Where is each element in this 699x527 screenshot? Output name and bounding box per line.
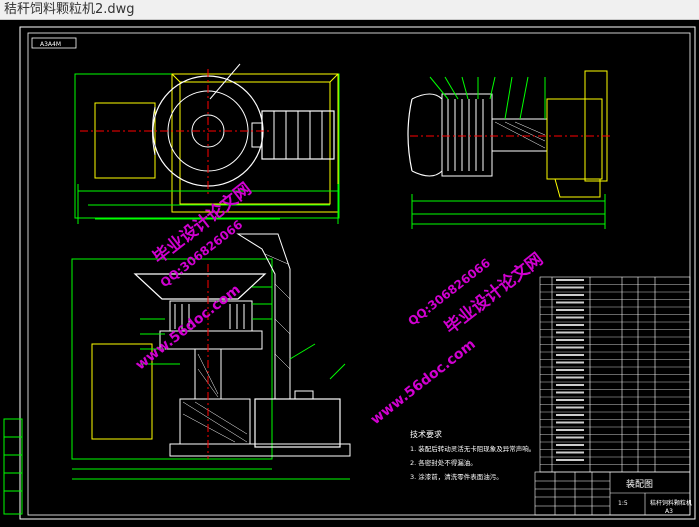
parts-row-cell (556, 406, 584, 409)
title-block-scale: 1:5 (618, 500, 628, 507)
parts-row-cell (556, 429, 584, 431)
watermark-site-1: www.56doc.com (133, 282, 244, 374)
tech-line-2: 2. 各密封处不得漏油。 (410, 458, 477, 467)
tech-line-1: 1. 装配后转动灵活无卡阻现象及异常声响。 (410, 444, 535, 453)
title-block (534, 471, 691, 516)
parts-row-cell (556, 301, 584, 304)
parts-row-cell (556, 279, 584, 281)
top-view (74, 63, 340, 224)
parts-row-cell (556, 414, 584, 416)
parts-row-cell (556, 331, 584, 334)
parts-row-cell (556, 459, 584, 461)
parts-row-cell (556, 294, 584, 296)
parts-row-cell (556, 436, 584, 439)
drawing-border (19, 26, 696, 520)
cad-canvas[interactable]: A3A4M (0, 19, 699, 523)
parts-row-cell (556, 376, 584, 379)
tech-requirements: 技术要求 1. 装配后转动灵活无卡阻现象及异常声响。 2. 各密封处不得漏油。 … (410, 429, 535, 481)
side-strip (3, 418, 23, 515)
parts-row-cell (556, 309, 584, 311)
parts-row-cell (556, 444, 584, 446)
title-block-sheet: A3 (665, 508, 673, 515)
drawing-inner-frame (27, 32, 691, 516)
drawing-tag-box (31, 37, 77, 49)
window-titlebar: 秸秆饲料颗粒机2.dwg (0, 0, 699, 20)
parts-row-cell (556, 399, 584, 401)
front-section-view (71, 233, 351, 480)
parts-row-cell (556, 346, 584, 349)
parts-row-cell (556, 384, 584, 386)
title-block-name: 装配图 (626, 478, 653, 490)
parts-row-cell (556, 361, 584, 364)
window-title: 秸秆饲料颗粒机2.dwg (4, 2, 135, 17)
parts-row-cell (556, 369, 584, 371)
parts-row-cell (556, 354, 584, 356)
parts-list-rows (540, 279, 690, 465)
parts-row-cell (556, 421, 584, 424)
parts-row-cell (556, 391, 584, 394)
tech-line-3: 3. 涂漆前，清洗零件表面油污。 (410, 472, 503, 481)
watermark-site-2: www.56doc.com (368, 336, 479, 428)
parts-row-cell (556, 324, 584, 326)
watermark-right: QQ:306826066 www.56doc.com 毕业设计论文网 (368, 249, 547, 429)
tech-heading: 技术要求 (410, 429, 442, 439)
parts-row-cell (556, 339, 584, 341)
parts-row-cell (556, 286, 584, 289)
parts-row-cell (556, 451, 584, 454)
side-section-view (407, 70, 610, 229)
title-block-subtitle: 秸秆饲料颗粒机 (650, 499, 692, 507)
parts-row-cell (556, 316, 584, 319)
drawing-tag: A3A4M (40, 41, 61, 48)
